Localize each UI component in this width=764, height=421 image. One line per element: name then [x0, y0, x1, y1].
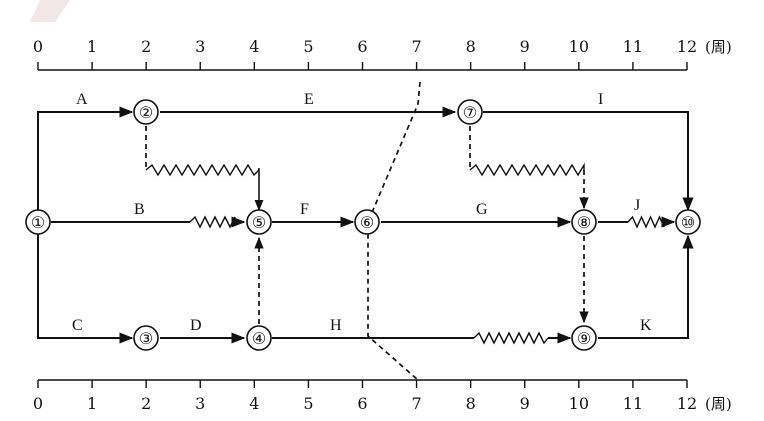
free-float-wave-H: [473, 331, 549, 345]
bottom-axis-unit: (周): [705, 395, 732, 413]
svg-text:②: ②: [139, 105, 153, 122]
top-axis-tick-label: 4: [249, 37, 259, 56]
bottom-axis-tick-label: 7: [411, 394, 421, 413]
top-axis-tick-label: 7: [411, 37, 421, 56]
top-axis-tick-label: 12: [677, 37, 697, 56]
node-7: ⑦: [457, 99, 483, 125]
activity-label-E: E: [304, 91, 314, 108]
top-axis-tick-label: 6: [357, 37, 367, 56]
node-9: ⑨: [571, 325, 597, 351]
bottom-axis-tick-label: 11: [623, 394, 643, 413]
free-float-wave-J: [627, 215, 665, 229]
activity-I-arrow: [483, 111, 694, 212]
svg-text:①: ①: [31, 215, 45, 232]
node-10: ⑩: [675, 209, 701, 235]
bottom-axis-tick-label: 0: [33, 394, 43, 413]
node-8: ⑧: [571, 209, 597, 235]
free-float-wave-7-8: [469, 162, 585, 177]
bottom-axis-tick-label: 8: [466, 394, 476, 413]
top-axis-tick-label: 5: [303, 37, 313, 56]
activity-label-G: G: [476, 201, 488, 218]
top-axis-tick-label: 10: [569, 37, 589, 56]
activity-label-H: H: [330, 317, 342, 334]
top-axis-tick-label: 8: [466, 37, 476, 56]
node-4: ④: [246, 325, 272, 351]
svg-text:⑩: ⑩: [681, 215, 695, 232]
node-6: ⑥: [354, 209, 380, 235]
top-axis-tick-label: 2: [141, 37, 151, 56]
activity-A-arrow: [37, 106, 134, 210]
svg-text:④: ④: [252, 331, 266, 348]
top-axis-tick-label: 9: [520, 37, 530, 56]
bottom-axis-tick-label: 1: [87, 394, 97, 413]
activity-label-I: I: [598, 91, 603, 108]
bottom-axis-tick-label: 4: [249, 394, 259, 413]
bottom-axis-tick-label: 5: [303, 394, 313, 413]
free-float-wave-B: [189, 215, 236, 229]
node-5: ⑤: [246, 209, 272, 235]
bottom-axis-tick-label: 6: [357, 394, 367, 413]
bottom-axis-tick-label: 9: [520, 394, 530, 413]
svg-text:⑤: ⑤: [252, 215, 266, 232]
top-axis-tick-label: 0: [33, 37, 43, 56]
activity-label-D: D: [190, 317, 202, 334]
watermark-mark: [30, 0, 70, 22]
activity-C-arrow: [37, 234, 134, 344]
activity-label-C: C: [72, 317, 83, 334]
svg-text:③: ③: [139, 331, 153, 348]
activity-label-B: B: [134, 201, 145, 218]
activity-label-F: F: [300, 201, 309, 218]
bottom-axis-tick-label: 3: [195, 394, 205, 413]
top-axis-tick-label: 11: [623, 37, 643, 56]
top-axis-tick-label: 1: [87, 37, 97, 56]
node-2: ②: [133, 99, 159, 125]
activity-label-J: J: [634, 197, 640, 214]
free-float-wave-2-5: [145, 163, 260, 177]
svg-text:⑨: ⑨: [577, 331, 591, 348]
svg-text:⑥: ⑥: [360, 215, 374, 232]
svg-text:⑧: ⑧: [577, 215, 591, 232]
top-axis-unit: (周): [705, 38, 732, 56]
svg-text:⑦: ⑦: [463, 105, 477, 122]
node-1: ①: [25, 209, 51, 235]
top-axis-tick-label: 3: [195, 37, 205, 56]
activity-K-arrow: [598, 234, 694, 339]
activity-label-K: K: [640, 317, 652, 334]
bottom-axis-tick-label: 2: [141, 394, 151, 413]
bottom-axis-tick-label: 12: [677, 394, 697, 413]
bottom-axis-tick-label: 10: [569, 394, 589, 413]
node-3: ③: [133, 325, 159, 351]
activity-label-A: A: [76, 91, 88, 108]
